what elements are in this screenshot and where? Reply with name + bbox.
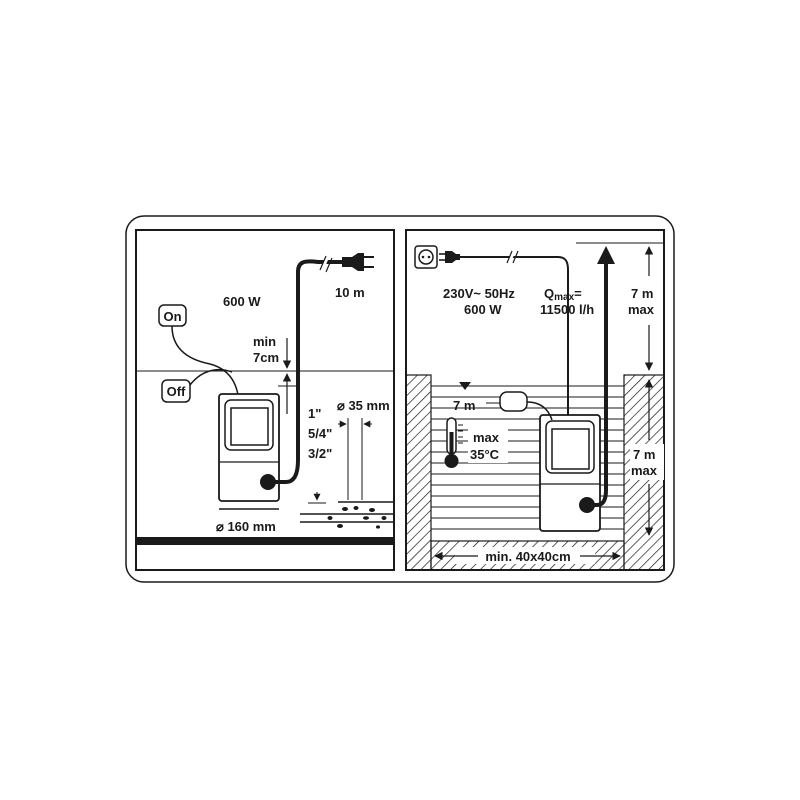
water-level-marker-icon (459, 382, 471, 390)
pump-cable-break-2 (506, 250, 513, 264)
pump-icon (218, 393, 280, 510)
min-depth-label-line1: min (253, 334, 276, 349)
off-switch-box (161, 379, 191, 403)
off-switch-label: Off (167, 384, 186, 399)
head-height-backdrop (628, 282, 660, 318)
hose-size-3: 3/2" (308, 446, 332, 461)
hose-size-1: 1" (308, 406, 321, 421)
head-height-line2: max (628, 302, 655, 317)
float-switch-cable (526, 401, 553, 421)
cable-break-mark-2 (325, 257, 333, 273)
power-label: 600 W (223, 294, 261, 309)
flow-value: 11500 l/h (540, 302, 594, 317)
shaft-size-label: min. 40x40cm (485, 549, 570, 564)
depth-line2: max (631, 463, 658, 478)
head-height-line1: 7 m (631, 286, 653, 301)
cable-break-mark-3 (319, 255, 327, 271)
min-depth-label-line2: 7cm (253, 350, 279, 365)
temp-label-line1: max (473, 430, 500, 445)
float-cable-on (171, 325, 239, 396)
shaft-wall-left (405, 374, 432, 571)
cable-break-mark-1 (320, 255, 330, 271)
submersible-pump-icon (539, 414, 601, 532)
power-plug-icon (342, 253, 374, 271)
floor-band (136, 537, 394, 545)
on-switch-label: On (163, 309, 181, 324)
pump-cable-break-1 (507, 250, 516, 264)
debris-particles (327, 506, 387, 529)
base-diameter-label: ⌀ 160 mm (216, 519, 276, 534)
depth-backdrop (630, 444, 664, 480)
float-level-label: 7 m (453, 398, 475, 413)
right-power-label: 600 W (464, 302, 502, 317)
left-panel: On Off 600 W 10 m min 7cm (135, 229, 395, 571)
float-cable-off (189, 368, 233, 386)
flow-label: Qmax= (544, 286, 582, 303)
left-panel-frame (135, 229, 395, 571)
shaft-floor-inner (455, 547, 595, 564)
pump-cable-break-3 (512, 250, 519, 264)
temp-label-line2: 35°C (470, 447, 500, 462)
hose-line (268, 259, 342, 484)
socket-plug-icon (439, 251, 460, 263)
discharge-hose (587, 262, 608, 507)
cable-length-label: 10 m (335, 285, 365, 300)
flow-label-sub: max (554, 292, 574, 303)
discharge-arrow-icon (597, 246, 615, 264)
flow-label-suffix: = (574, 286, 582, 301)
particle-size-label: ⌀ 35 mm (337, 398, 390, 413)
right-panel: 230V~ 50Hz 600 W Qmax= 11500 l/h 7 m (405, 229, 665, 571)
flow-label-prefix: Q (544, 286, 554, 301)
depth-line1: 7 m (633, 447, 655, 462)
thermometer-icon (444, 417, 463, 468)
voltage-label: 230V~ 50Hz (443, 286, 515, 301)
hose-size-2: 5/4" (308, 426, 332, 441)
pump-power-cable (460, 256, 569, 440)
socket-icon (414, 245, 438, 269)
float-switch-icon (499, 391, 528, 412)
temp-label-backdrop (468, 429, 508, 463)
